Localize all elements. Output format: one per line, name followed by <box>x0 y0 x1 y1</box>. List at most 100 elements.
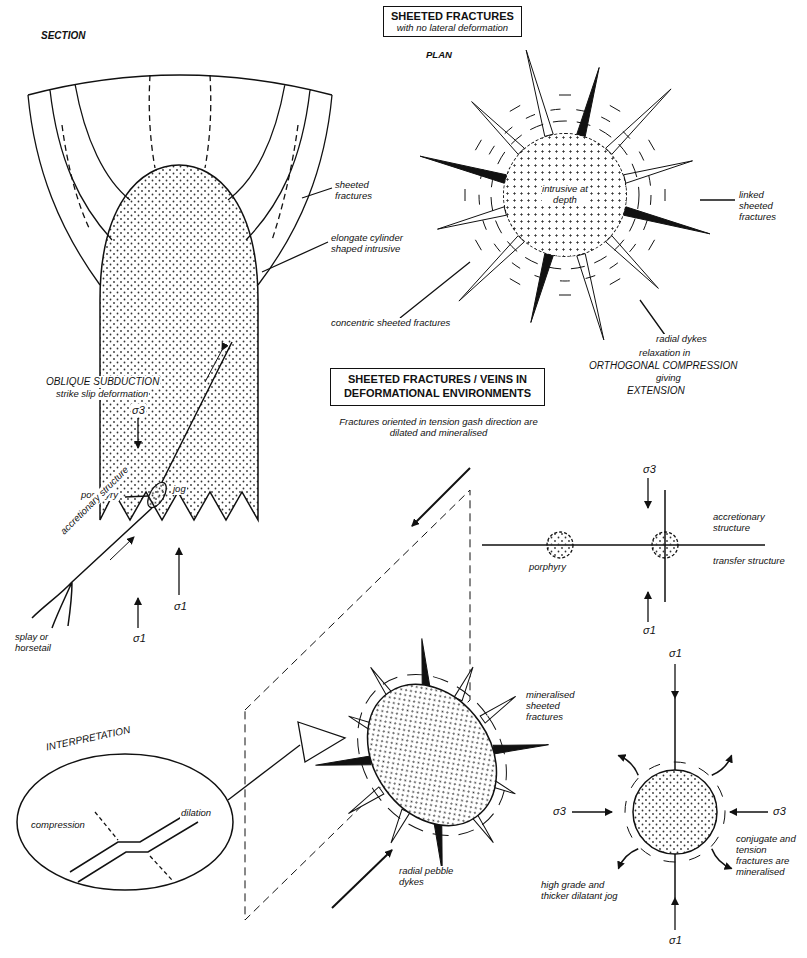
linked-fracture <box>610 105 620 111</box>
conjugate-fracture <box>618 849 638 869</box>
annotation: splay or horsetail <box>14 632 78 654</box>
node-heading: SHEETED FRACTURES / VEINS IN DEFORMATION… <box>337 373 538 401</box>
node-heading: intrusive at depth <box>542 184 588 206</box>
radial-dyke <box>606 89 671 154</box>
stress-arrow <box>137 418 138 448</box>
radial-pebble-dyke <box>315 737 374 791</box>
slip-arrow <box>110 537 134 560</box>
linked-fracture <box>510 105 520 111</box>
stress-label: σ1 <box>668 934 683 947</box>
annotation: OBLIQUE SUBDUCTION <box>45 376 160 388</box>
annotation: dilation <box>180 808 212 819</box>
linked-fracture <box>559 295 571 296</box>
stress-arrow <box>674 898 675 930</box>
linked-fracture <box>465 189 466 201</box>
annotation: EXTENSION <box>626 385 686 397</box>
annotation: elongate cylinder shaped intrusive <box>330 233 412 255</box>
linked-fracture <box>475 140 481 150</box>
stress-arrow <box>178 548 179 595</box>
title-box: SHEETED FRACTURESwith no lateral deforma… <box>383 6 522 37</box>
leader-line <box>262 188 332 272</box>
leader-line <box>125 496 148 497</box>
annotation: ORTHOGONAL COMPRESSION <box>588 360 739 372</box>
porphyry-ellipse <box>341 659 523 850</box>
radial-pebble-dyke <box>480 693 518 723</box>
porphyry-jog <box>144 479 170 510</box>
radial-dyke <box>420 156 506 183</box>
annotation: jog <box>172 484 187 495</box>
annotation: compression <box>30 820 86 831</box>
stress-arrow <box>730 811 768 812</box>
annotation: concentric sheeted fractures <box>330 318 462 329</box>
stress-label: σ3 <box>642 463 657 476</box>
radial-dyke <box>526 50 553 136</box>
annotation: accretionary structure <box>712 512 786 534</box>
stress-label: σ1 <box>132 632 147 645</box>
structure-line <box>482 490 765 602</box>
linked-fracture <box>649 140 655 150</box>
radial-dyke <box>577 67 599 136</box>
porphyry-symbol <box>633 770 717 854</box>
radial-dyke <box>606 236 659 289</box>
conjugate-fracture <box>618 755 638 775</box>
sheeted-fracture <box>327 646 537 865</box>
radial-dyke <box>472 102 525 155</box>
concentric-fracture <box>479 109 651 281</box>
linked-fracture <box>649 240 655 250</box>
intrusive-circle: intrusive at depth <box>503 133 627 257</box>
annotation: transfer structure <box>712 556 786 567</box>
radial-dyke <box>437 207 506 229</box>
fault-sketch <box>70 812 198 882</box>
stress-arrow <box>674 664 675 698</box>
annotation: high grade and thicker dilatant jog <box>540 880 624 902</box>
linked-fracture <box>559 95 571 96</box>
annotation: mineralised sheeted fractures <box>525 690 597 723</box>
stress-arrow <box>137 598 138 628</box>
node-heading: SHEETED FRACTURES <box>391 10 514 22</box>
conjugate-fracture <box>712 849 732 869</box>
porphyry-ellipse <box>341 659 523 850</box>
annotation: sheeted fractures <box>334 180 408 202</box>
title-box: SHEETED FRACTURES / VEINS IN DEFORMATION… <box>330 368 545 406</box>
stress-label: σ1 <box>668 647 683 660</box>
stress-label: σ3 <box>772 805 787 818</box>
stress-label: σ1 <box>173 600 188 613</box>
callout-pointer <box>298 722 345 762</box>
radial-dyke <box>624 207 710 234</box>
shear-arrow <box>332 850 392 908</box>
annotation: giving <box>655 373 682 384</box>
linked-fracture <box>510 279 520 285</box>
radial-dyke <box>459 236 524 301</box>
radial-pebble-dyke <box>346 787 384 817</box>
conjugate-fracture <box>712 755 732 775</box>
stress-label: σ3 <box>552 805 567 818</box>
annotation: radial dykes <box>655 334 708 345</box>
annotation: linked sheeted fractures <box>738 190 800 223</box>
linked-fracture <box>610 279 620 285</box>
stress-label: σ3 <box>131 404 146 417</box>
annotation: INTERPRETATION <box>44 724 132 753</box>
cap-rock <box>28 75 332 285</box>
stress-label: σ1 <box>642 624 657 637</box>
slip-arrow <box>205 350 222 382</box>
annotation: conjugate and tension fractures are mine… <box>735 834 805 878</box>
radial-dyke <box>531 254 553 323</box>
annotation: relaxation in <box>638 348 691 359</box>
porphyry-ellipse <box>287 609 577 901</box>
annotation: Fractures oriented in tension gash direc… <box>330 417 547 439</box>
node-subtitle: with no lateral deformation <box>391 22 514 33</box>
tension-fracture <box>625 762 725 862</box>
linked-fracture <box>665 189 666 201</box>
annotation: strike slip deformation <box>55 389 149 400</box>
radial-dyke <box>577 254 604 340</box>
linked-fracture <box>475 240 481 250</box>
callout-bubble <box>17 754 233 890</box>
annotation: PLAN <box>425 50 453 61</box>
porphyry-symbol <box>547 532 573 558</box>
structure-line <box>674 698 676 898</box>
annotation: SECTION <box>40 30 86 42</box>
radial-dyke <box>624 161 693 183</box>
radial-pebble-dyke <box>490 719 549 773</box>
concentric-fracture <box>491 121 639 269</box>
annotation: radial pebble dykes <box>398 866 470 888</box>
